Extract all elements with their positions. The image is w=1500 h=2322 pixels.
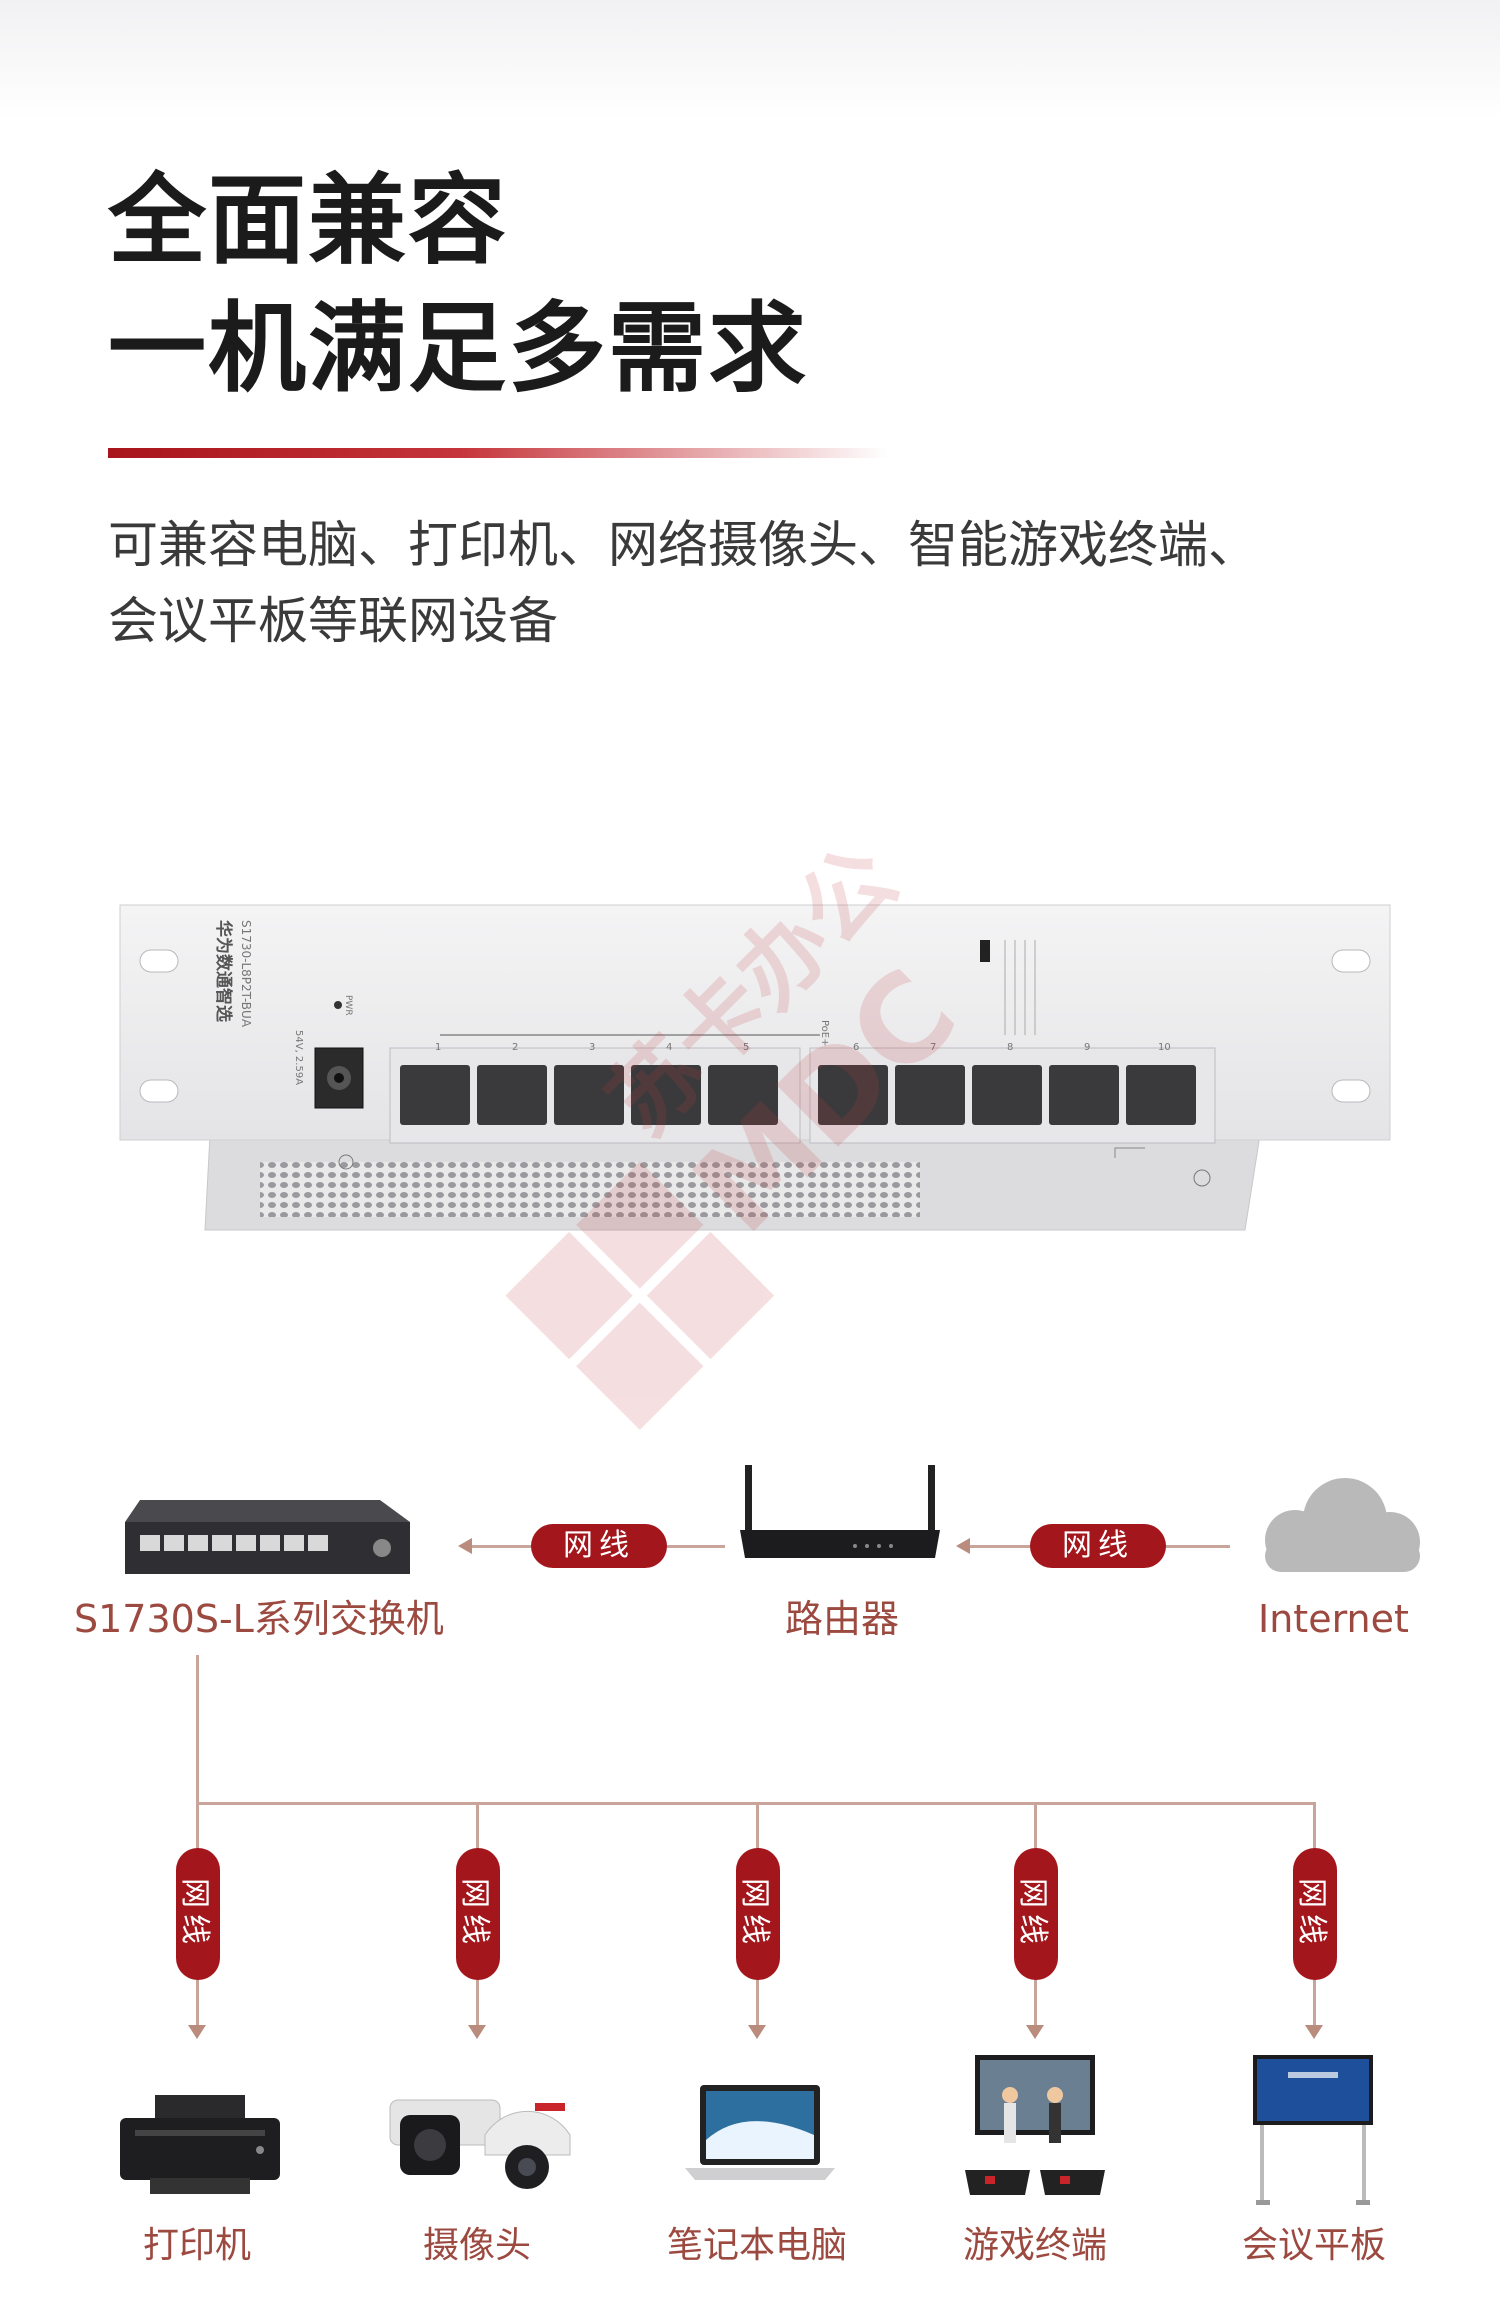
heading-line2: 一机满足多需求	[108, 292, 809, 406]
arrow-down-icon	[1305, 2025, 1323, 2039]
cable-tag: 网线	[531, 1524, 667, 1568]
switch-icon	[125, 1500, 410, 1574]
game-terminal-icon	[965, 2055, 1105, 2195]
camera-icon	[389, 2099, 571, 2189]
trunk-line	[196, 1655, 199, 2035]
switch-label: S1730S-L系列交换机	[74, 1597, 444, 1641]
router-label: 路由器	[785, 1597, 900, 1641]
meeting-panel-icon	[1253, 2055, 1373, 2205]
port-number: 6	[853, 1042, 859, 1053]
router-icon	[740, 1465, 940, 1558]
arrow-down-icon	[468, 2025, 486, 2039]
printer-icon	[120, 2095, 280, 2194]
arrow-down-icon	[748, 2025, 766, 2039]
switch-product-image: 华为数通智选 S1730-L8P2T-BUA 54V, 2.59A PWR Po…	[119, 904, 1391, 1231]
description-line2: 会议平板等联网设备	[108, 592, 558, 650]
port-number: 5	[743, 1042, 749, 1053]
cloud-icon	[1265, 1478, 1420, 1572]
cable-tag-vertical: 网线	[456, 1848, 500, 1980]
heading-underline	[108, 448, 888, 458]
port-number: 10	[1158, 1042, 1171, 1053]
pwr-led-label: PWR	[343, 995, 353, 1016]
arrow-down-icon	[188, 2025, 206, 2039]
laptop-icon	[685, 2085, 835, 2180]
top-band	[0, 0, 1500, 120]
device-label-camera: 摄像头	[422, 2225, 531, 2266]
device-label-meeting-panel: 会议平板	[1241, 2225, 1386, 2266]
arrow-left-icon	[458, 1538, 472, 1554]
cable-tag-vertical: 网线	[1293, 1848, 1337, 1980]
port-number: 7	[930, 1042, 936, 1053]
device-label-game-terminal: 游戏终端	[962, 2225, 1107, 2266]
power-rating-text: 54V, 2.59A	[293, 1030, 304, 1085]
port-number: 4	[666, 1042, 672, 1053]
port-number: 1	[435, 1042, 441, 1053]
cable-tag-vertical: 网线	[176, 1848, 220, 1980]
port-number: 9	[1084, 1042, 1090, 1053]
bus-line	[196, 1802, 1315, 1805]
internet-label: Internet	[1258, 1597, 1409, 1641]
poe-label: PoE+	[819, 1020, 830, 1047]
arrow-left-icon	[956, 1538, 970, 1554]
port-number: 3	[589, 1042, 595, 1053]
cable-tag-vertical: 网线	[1014, 1848, 1058, 1980]
arrow-down-icon	[1026, 2025, 1044, 2039]
port-number: 8	[1007, 1042, 1013, 1053]
cable-tag-vertical: 网线	[736, 1848, 780, 1980]
product-brand-text: 华为数通智选	[213, 920, 234, 1022]
port-number: 2	[512, 1042, 518, 1053]
description-line1: 可兼容电脑、打印机、网络摄像头、智能游戏终端、	[108, 516, 1258, 574]
product-model-text: S1730-L8P2T-BUA	[239, 920, 253, 1028]
cable-tag: 网线	[1030, 1524, 1166, 1568]
heading-line1: 全面兼容	[108, 164, 509, 278]
device-label-printer: 打印机	[142, 2225, 251, 2266]
device-label-laptop: 笔记本电脑	[666, 2225, 847, 2266]
